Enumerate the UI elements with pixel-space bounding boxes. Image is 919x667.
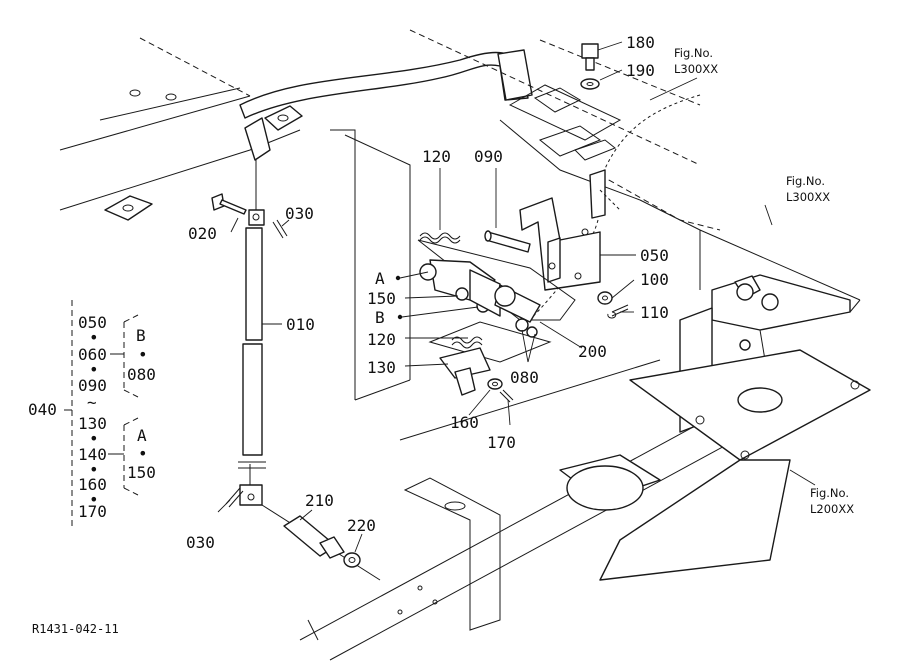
label-180: 180 xyxy=(626,33,655,52)
bolt-020 xyxy=(211,193,247,215)
control-cable xyxy=(519,94,701,331)
washer-220 xyxy=(343,552,361,568)
label-090: 090 xyxy=(474,147,503,166)
label-050: 050 xyxy=(640,246,669,265)
group-a-item: 150 xyxy=(127,463,156,482)
rod-010 xyxy=(238,160,266,506)
label-160: 160 xyxy=(450,413,479,432)
bracket-050 xyxy=(519,197,601,291)
label-200: 200 xyxy=(578,342,607,361)
bullet: • xyxy=(89,490,99,509)
label-210: 210 xyxy=(305,491,334,510)
lower-frame xyxy=(299,129,871,661)
fig-ref-3-line1: Fig.No. xyxy=(810,486,849,500)
assembly-item-range: ~ xyxy=(87,393,97,412)
label-130: 130 xyxy=(367,358,396,377)
pin-030-upper xyxy=(272,219,288,239)
drawing-code: R1431-042-11 xyxy=(32,622,119,636)
group-a-letter: A xyxy=(137,426,147,445)
bullet: • xyxy=(138,444,148,463)
assembly-item-090: 090 xyxy=(78,376,107,395)
label-170: 170 xyxy=(487,433,516,452)
spring-120-lower xyxy=(451,336,483,349)
label-220: 220 xyxy=(347,516,376,535)
fig-ref-2-line1: Fig.No. xyxy=(786,174,825,188)
bolt-180 xyxy=(581,43,599,71)
upper-frame-plate xyxy=(59,37,303,221)
label-110: 110 xyxy=(640,303,669,322)
mark-b: B xyxy=(375,308,385,327)
fig-ref-1-line2: L300XX xyxy=(674,62,718,76)
label-030-upper: 030 xyxy=(285,204,314,223)
label-100: 100 xyxy=(640,270,669,289)
washer-190 xyxy=(580,78,600,90)
leader-lines xyxy=(217,41,816,553)
cylinder-210 xyxy=(261,504,381,581)
fig-ref-3-line2: L200XX xyxy=(810,502,854,516)
assembly-list: 040 050 • 060 • 090 ~ 130 • 140 • 160 • … xyxy=(28,300,156,530)
assembly-item-050: 050 xyxy=(78,313,107,332)
label-030-lower: 030 xyxy=(186,533,215,552)
bullet: • xyxy=(89,360,99,379)
bullet: • xyxy=(138,345,148,364)
label-150: 150 xyxy=(367,289,396,308)
bullet: • xyxy=(89,460,99,479)
upper-rod xyxy=(239,49,533,161)
label-020: 020 xyxy=(188,224,217,243)
group-b-letter: B xyxy=(136,326,146,345)
top-right-plate xyxy=(409,29,861,301)
lever-assembly xyxy=(417,239,576,396)
assembly-item-160: 160 xyxy=(78,475,107,494)
bullet: • xyxy=(89,429,99,448)
group-b-item: 080 xyxy=(127,365,156,384)
assembly-item-140: 140 xyxy=(78,445,107,464)
split-pin-170 xyxy=(499,389,514,403)
mark-a: A xyxy=(375,269,385,288)
label-120-upper: 120 xyxy=(422,147,451,166)
assembly-item-060: 060 xyxy=(78,345,107,364)
label-080: 080 xyxy=(510,368,539,387)
label-010: 010 xyxy=(286,315,315,334)
label-190: 190 xyxy=(626,61,655,80)
assembly-item-170: 170 xyxy=(78,502,107,521)
fig-ref-2-line2: L300XX xyxy=(786,190,830,204)
bullet: • xyxy=(89,328,99,347)
washer-100 xyxy=(597,291,613,305)
pin-090 xyxy=(484,230,531,253)
split-pin-110 xyxy=(607,304,629,319)
washer-160 xyxy=(487,378,503,390)
spring-120-upper xyxy=(419,232,461,244)
label-120-lower: 120 xyxy=(367,330,396,349)
assembly-item-130: 130 xyxy=(78,414,107,433)
fig-ref-1-line1: Fig.No. xyxy=(674,46,713,60)
assembly-number: 040 xyxy=(28,400,57,419)
